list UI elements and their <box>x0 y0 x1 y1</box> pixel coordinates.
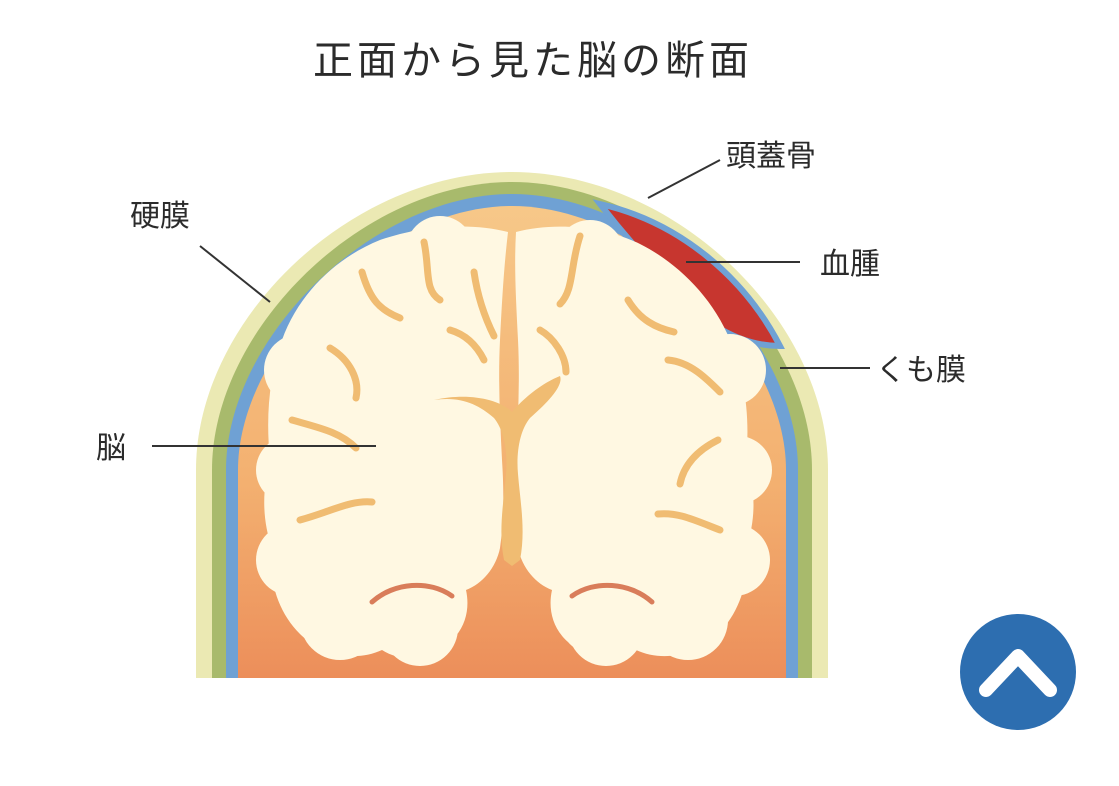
label-skull: 頭蓋骨 <box>726 139 816 174</box>
page-title: 正面から見た脳の断面 <box>313 38 753 84</box>
label-arachnoid: くも膜 <box>876 353 966 388</box>
chevron-up-icon <box>979 649 1057 697</box>
left-hippocampus <box>369 582 455 605</box>
label-brain: 脳 <box>96 431 126 466</box>
label-dura: 硬膜 <box>130 199 190 234</box>
label-hematoma: 血腫 <box>820 247 880 282</box>
sulci <box>288 232 724 534</box>
back-to-top-button[interactable] <box>960 614 1076 730</box>
ventricles <box>434 376 561 566</box>
leader-lines <box>152 159 870 447</box>
right-hippocampus <box>569 582 655 605</box>
